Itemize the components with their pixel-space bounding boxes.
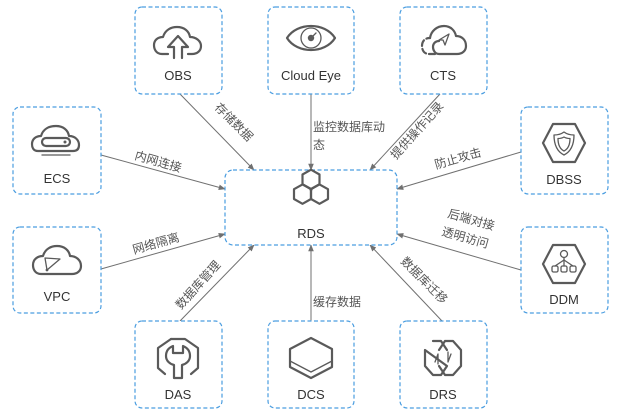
edge-cts-rds (369, 93, 441, 171)
node-dcs[interactable]: DCS (267, 320, 355, 409)
hierarchy-icon (541, 243, 587, 285)
hexagon-cluster-icon (292, 168, 330, 205)
node-label-cloudeye: Cloud Eye (281, 68, 341, 83)
node-ddm[interactable]: DDM (520, 226, 609, 314)
node-label-vpc: VPC (44, 289, 71, 304)
sync-hexagon-icon (423, 339, 463, 377)
node-dbss[interactable]: DBSS (520, 106, 609, 195)
edge-vpc-rds (100, 233, 226, 270)
edge-obs-rds (179, 93, 255, 171)
edge-label-obs: 存储数据 (212, 100, 257, 145)
edge-label-cts: 提供操作记录 (387, 98, 446, 162)
cloud-upload-icon (152, 25, 203, 60)
edge-ddm-rds (396, 233, 522, 271)
edge-label-drs: 数据库迁移 (398, 254, 451, 307)
cache-hexagon-icon (288, 336, 334, 380)
node-label-dcs: DCS (297, 387, 325, 402)
node-ecs[interactable]: ECS (12, 106, 102, 195)
node-cloudeye[interactable]: Cloud Eye (267, 6, 355, 95)
eye-icon (285, 25, 337, 51)
node-label-drs: DRS (429, 387, 457, 402)
node-obs[interactable]: OBS (134, 6, 223, 95)
edge-label-dbss: 防止攻击 (433, 144, 483, 172)
shield-icon (541, 122, 587, 164)
edge-drs-rds (369, 244, 443, 322)
edge-label-dcs: 缓存数据 (313, 294, 361, 309)
node-das[interactable]: DAS (134, 320, 223, 409)
node-label-ecs: ECS (44, 171, 71, 186)
cloud-network-icon (31, 244, 83, 276)
cloud-server-icon (30, 124, 81, 156)
edge-ecs-rds (100, 154, 226, 191)
node-label-ddm: DDM (549, 292, 579, 307)
node-rds[interactable]: RDS (224, 168, 398, 246)
node-label-das: DAS (165, 387, 192, 402)
node-label-obs: OBS (164, 68, 192, 83)
node-label-rds: RDS (297, 226, 325, 241)
edge-dbss-rds (396, 151, 522, 190)
edge-das-rds (179, 244, 255, 322)
node-vpc[interactable]: VPC (12, 226, 102, 314)
edge-label-cloudeye-2: 态 (313, 138, 325, 152)
node-drs[interactable]: DRS (399, 320, 488, 409)
edges-layer (100, 93, 522, 322)
edge-label-cloudeye: 监控数据库动 (313, 119, 385, 134)
node-cts[interactable]: CTS (399, 6, 488, 95)
cloud-trace-icon (420, 24, 468, 56)
wrench-icon (156, 337, 200, 380)
node-label-dbss: DBSS (546, 172, 582, 187)
edge-label-vpc: 网络隔离 (131, 229, 181, 257)
node-label-cts: CTS (430, 68, 456, 83)
